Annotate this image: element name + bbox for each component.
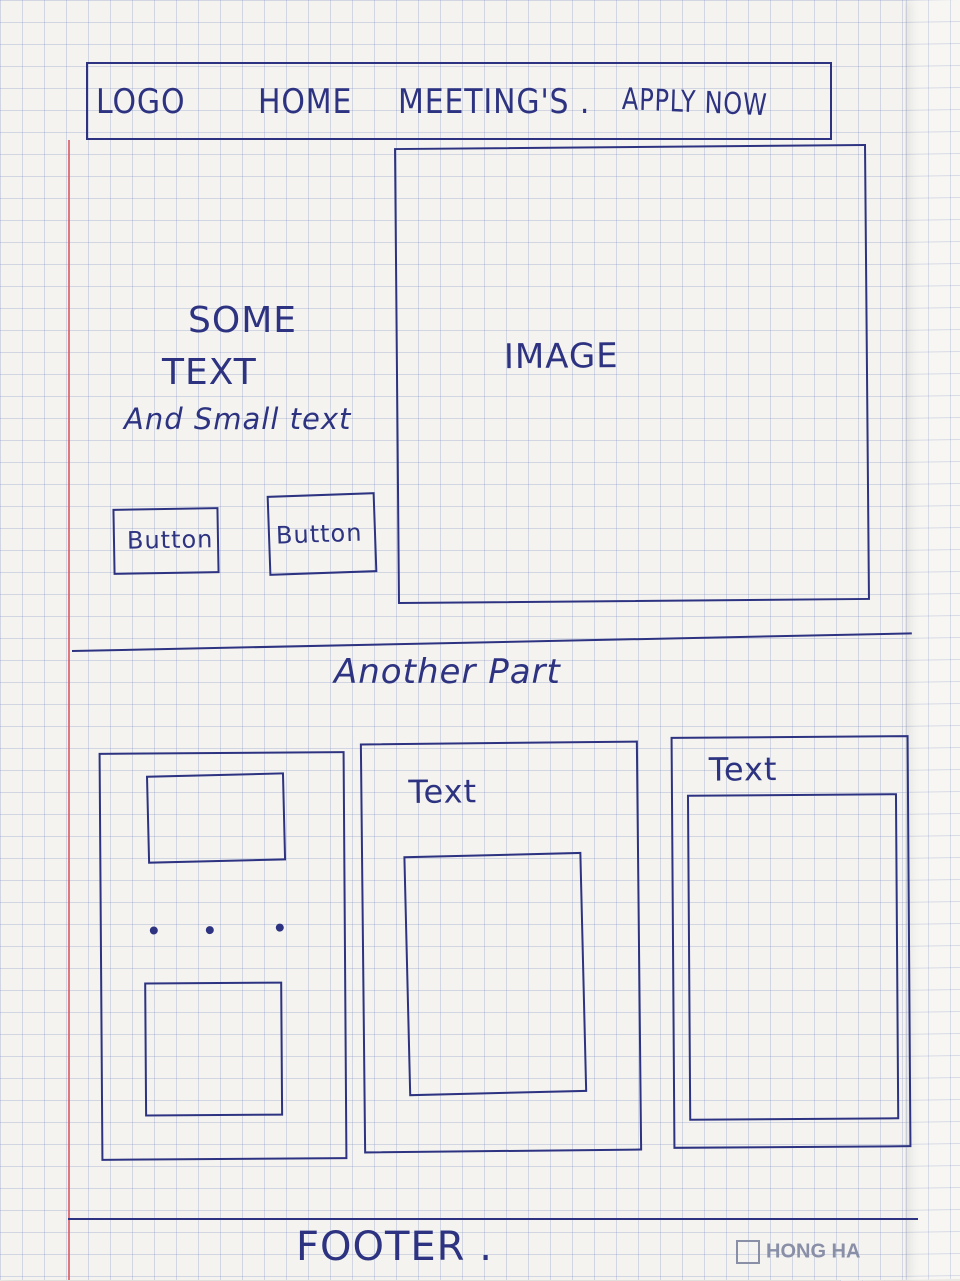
card3-label: Text — [708, 750, 778, 789]
card2-label: Text — [408, 772, 478, 811]
nav-link-apply-now[interactable]: APPLY NOW — [621, 82, 769, 124]
carousel-dot-1[interactable] — [149, 926, 158, 935]
carousel-image-top — [145, 772, 287, 864]
carousel-image-bottom — [144, 981, 284, 1117]
card-text-panel: Text — [670, 735, 912, 1149]
hero-subtext: And Small text — [124, 402, 352, 436]
nav-link-home[interactable]: HOME — [258, 82, 353, 122]
logo[interactable]: LOGO — [96, 82, 186, 122]
carousel-dot-3[interactable] — [275, 923, 284, 932]
navigation-bar — [86, 62, 832, 140]
hero-heading-line2: TEXT — [162, 352, 257, 393]
hero-heading-line1: SOME — [188, 300, 297, 341]
card3-inner-panel — [686, 793, 900, 1121]
section-title: Another Part — [334, 652, 561, 692]
nav-link-meetings[interactable]: MEETING'S . — [398, 82, 591, 122]
carousel-dot-2[interactable] — [205, 926, 214, 935]
notebook-margin-line — [68, 140, 70, 1280]
hero-button-primary[interactable]: Button — [112, 507, 220, 575]
notebook-page — [0, 0, 905, 1280]
brand-logo-icon — [736, 1240, 760, 1264]
hero-image-label: IMAGE — [503, 336, 619, 378]
card2-image — [403, 851, 588, 1097]
brand-name: HONG HA — [766, 1240, 861, 1263]
hero-button-secondary-label: Button — [275, 518, 363, 550]
hero-button-secondary[interactable]: Button — [266, 492, 378, 576]
card-carousel — [98, 751, 348, 1161]
notebook-brand: HONG HA — [736, 1240, 860, 1264]
hero-image-placeholder: IMAGE — [394, 143, 870, 605]
hero-button-primary-label: Button — [126, 525, 214, 555]
card-text-image: Text — [359, 740, 643, 1154]
footer-label: FOOTER . — [296, 1224, 493, 1270]
footer-divider — [68, 1218, 918, 1220]
